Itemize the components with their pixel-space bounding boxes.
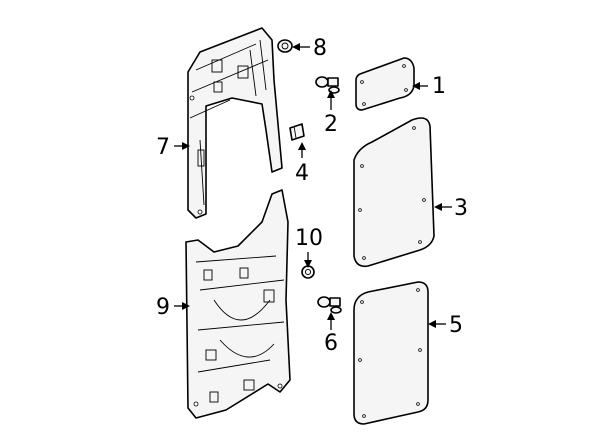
callout-2: 2 <box>324 112 338 137</box>
lower-panel-part <box>353 281 429 425</box>
lower-trim-panel-part <box>185 189 291 419</box>
leader-lines <box>174 43 452 330</box>
small-panel-part <box>355 57 415 111</box>
screw-part-lower <box>317 296 342 314</box>
callout-4: 4 <box>295 161 309 186</box>
retainer-clip-part <box>289 123 305 141</box>
callout-7: 7 <box>156 135 170 160</box>
callout-5: 5 <box>449 313 463 338</box>
callout-10: 10 <box>295 226 323 251</box>
screw-part-upper <box>315 76 340 94</box>
callout-6: 6 <box>324 331 338 356</box>
callout-9: 9 <box>156 295 170 320</box>
large-panel-part <box>353 117 435 268</box>
callout-1: 1 <box>432 74 446 99</box>
callout-8: 8 <box>313 36 327 61</box>
push-clip-part <box>277 39 293 53</box>
callout-3: 3 <box>454 196 468 221</box>
upper-trim-panel-part <box>187 27 283 219</box>
